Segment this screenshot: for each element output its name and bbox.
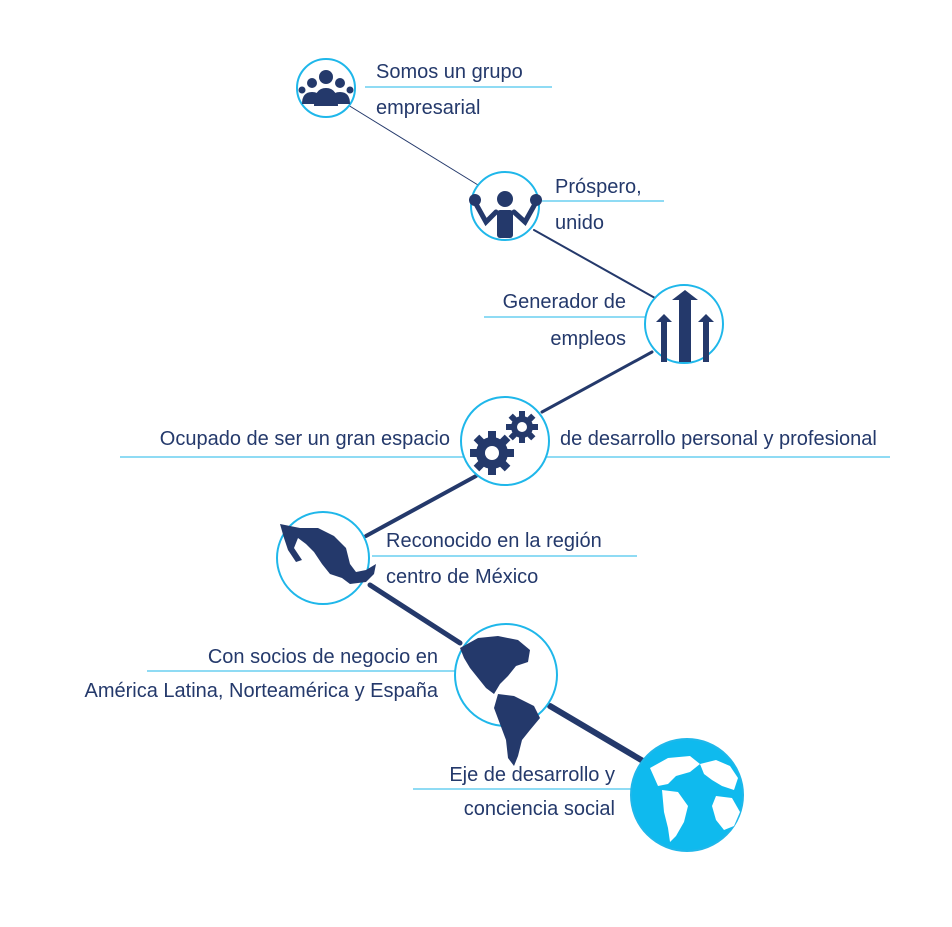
connector-6: [547, 703, 651, 767]
connector-4: [364, 474, 478, 538]
node-globe: [630, 738, 744, 852]
growth-arrows-icon: [656, 290, 714, 362]
group-people-icon: [298, 70, 354, 106]
milestone-7-line-1: Eje de desarrollo y: [449, 764, 615, 786]
node-development: [460, 396, 550, 486]
americas-map-icon: [460, 636, 540, 766]
milestone-4-right-text: de desarrollo personal y profesional: [560, 428, 877, 450]
milestone-1-line-2: empresarial: [376, 97, 481, 119]
node-mexico: [276, 511, 376, 605]
milestone-1-line-1: Somos un grupo: [376, 61, 523, 83]
milestone-4-left-text: Ocupado de ser un gran espacio: [159, 428, 450, 450]
connector-2: [533, 229, 656, 299]
label-underlines: [120, 86, 890, 790]
milestone-3-line-1: Generador de: [502, 291, 626, 313]
milestone-2-line-2: unido: [555, 212, 604, 234]
milestone-6-line-2: América Latina, Norteamérica y España: [84, 680, 439, 702]
milestone-5-line-1: Reconocido en la región: [386, 530, 602, 552]
connector-5: [367, 582, 463, 646]
node-employment: [644, 284, 724, 364]
node-americas: [454, 623, 558, 766]
connector-1: [347, 104, 479, 186]
node-group: [296, 58, 356, 118]
raised-hands-people-icon: [469, 191, 542, 238]
mexico-map-icon: [280, 524, 376, 584]
milestone-2-line-1: Próspero,: [555, 176, 642, 198]
node-prosperous: [469, 171, 542, 241]
connector-3: [540, 350, 654, 414]
globe-icon: [650, 756, 740, 842]
gears-icon: [470, 411, 538, 475]
milestone-5-line-2: centro de México: [386, 566, 539, 588]
milestone-6-line-1: Con socios de negocio en: [207, 646, 438, 668]
milestone-3-line-2: empleos: [550, 328, 626, 350]
milestone-7-line-2: conciencia social: [463, 798, 615, 820]
timeline-path: [347, 104, 656, 767]
